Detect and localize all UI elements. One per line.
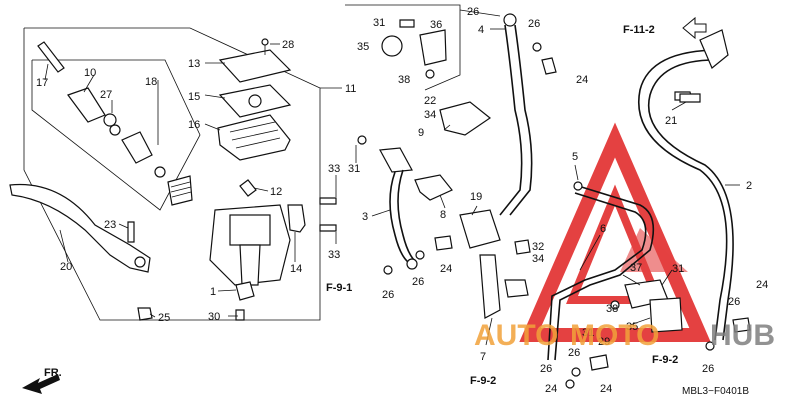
watermark-moto: MOTO [570, 319, 659, 352]
callout-11: 11 [345, 83, 356, 95]
ref-f11: F-11-2 [623, 24, 655, 36]
callout-12: 12 [270, 186, 282, 198]
callout-7: 7 [480, 351, 486, 363]
callout-31b: 31 [373, 17, 385, 29]
assembly-outline-inner [31, 59, 201, 211]
callout-8: 8 [440, 209, 446, 221]
callout-21: 21 [665, 115, 677, 127]
callout-26g: 26 [568, 347, 580, 359]
callout-26e: 26 [728, 296, 740, 308]
callout-22: 22 [424, 95, 436, 107]
callout-31a: 31 [348, 163, 360, 175]
callout-5: 5 [572, 151, 578, 163]
brake-hose-6 [547, 181, 655, 361]
callout-6: 6 [600, 223, 606, 235]
callout-labels: 17 10 27 18 13 15 16 28 11 12 14 1 30 25… [36, 6, 768, 395]
callout-20: 20 [60, 261, 72, 273]
callout-15: 15 [188, 91, 200, 103]
callout-16: 16 [188, 119, 200, 131]
master-cylinder [209, 204, 291, 286]
watermark-text: AUTO MOTO HUB [474, 319, 775, 352]
brake-hose-4 [499, 13, 557, 216]
callout-28: 28 [282, 39, 294, 51]
callout-26c: 26 [467, 6, 479, 18]
assembly-outline-left [23, 27, 321, 321]
callout-4: 4 [478, 24, 484, 36]
callout-33a: 33 [328, 163, 340, 175]
piston-kit [67, 87, 193, 206]
cover-set [381, 19, 447, 79]
callout-24b: 24 [576, 74, 588, 86]
callout-26a: 26 [382, 289, 394, 301]
callout-17: 17 [36, 77, 48, 89]
callout-26d: 26 [528, 18, 540, 30]
callout-2: 2 [746, 180, 752, 192]
callout-29: 29 [598, 336, 610, 348]
callout-26b: 26 [412, 276, 424, 288]
callout-33b: 33 [328, 249, 340, 261]
callout-25: 25 [158, 312, 170, 324]
watermark-auto: AUTO [474, 319, 558, 352]
callout-24c: 24 [756, 279, 768, 291]
callout-34a: 34 [424, 109, 436, 121]
callout-34b: 34 [532, 253, 544, 265]
bracket-box-top [345, 4, 461, 91]
watermark-hub: HUB [710, 319, 775, 352]
callout-36: 36 [430, 19, 442, 31]
callout-32: 32 [532, 241, 544, 253]
callout-24e: 24 [545, 383, 557, 395]
callout-19: 19 [470, 191, 482, 203]
brake-hose-3 [357, 135, 418, 275]
bracket-set [414, 101, 683, 333]
ref-f92-right: F-9-2 [652, 354, 678, 366]
callout-23: 23 [104, 219, 116, 231]
callout-3: 3 [362, 211, 368, 223]
callout-9: 9 [418, 127, 424, 139]
ref-f92-bottom: F-9-2 [470, 375, 496, 387]
callout-26h: 26 [540, 363, 552, 375]
watermark-logo [519, 122, 711, 342]
callout-31d: 31 [582, 327, 594, 339]
callout-38b: 38 [606, 303, 618, 315]
ref-f91: F-9-1 [326, 282, 352, 294]
hardware-right [415, 93, 751, 389]
ref-arrow-icon [682, 16, 707, 40]
direction-arrow-icon [22, 374, 60, 394]
callout-30: 30 [208, 311, 220, 323]
callout-27: 27 [100, 89, 112, 101]
callout-35: 35 [357, 41, 369, 53]
callout-26f: 26 [702, 363, 714, 375]
callout-24d: 24 [600, 383, 612, 395]
callout-14: 14 [290, 263, 302, 275]
brake-lever [9, 183, 151, 273]
direction-label: FR. [44, 367, 62, 379]
reservoir-cap [217, 49, 292, 161]
callout-18: 18 [145, 76, 157, 88]
bolt-set [37, 38, 337, 321]
callout-37: 37 [630, 262, 642, 274]
callout-31c: 31 [672, 263, 684, 275]
diagram-code: MBL3−F0401B [682, 386, 749, 397]
callout-10: 10 [84, 67, 96, 79]
callout-35b: 35 [626, 321, 638, 333]
callout-38a: 38 [398, 74, 410, 86]
callout-13: 13 [188, 58, 200, 70]
callout-1: 1 [210, 286, 216, 298]
leader-lines [44, 9, 740, 346]
callout-24a: 24 [440, 263, 452, 275]
